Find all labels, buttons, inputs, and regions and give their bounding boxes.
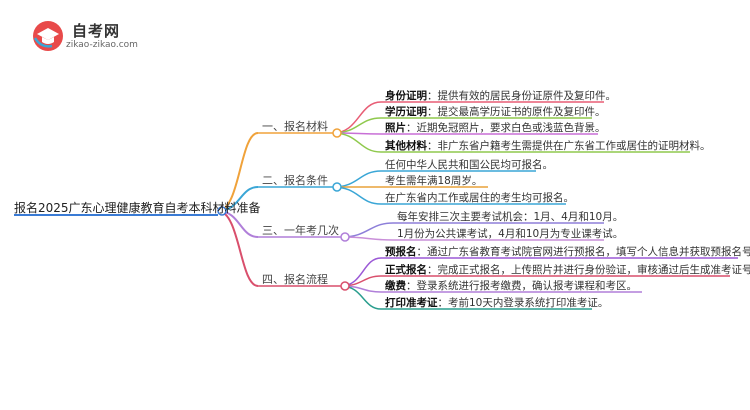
branch-node-dot xyxy=(340,232,350,242)
branch-label: 四、报名流程 xyxy=(262,273,328,286)
leaf-item: 其他材料：非广东省户籍考生需提供在广东省工作或居住的证明材料。 xyxy=(385,138,711,153)
leaf-key: 预报名 xyxy=(385,246,417,258)
branch-node-dot xyxy=(332,182,342,192)
branch-node-dot xyxy=(332,128,342,138)
leaf-key: 学历证明 xyxy=(385,106,427,118)
leaf-text: ：提交最高学历证书的原件及复印件。 xyxy=(427,106,606,118)
leaf-item: 学历证明：提交最高学历证书的原件及复印件。 xyxy=(385,104,606,119)
leaf-item: 身份证明：提供有效的居民身份证原件及复印件。 xyxy=(385,88,616,103)
leaf-connector xyxy=(332,101,382,134)
leaf-item: 打印准考证：考前10天内登录系统打印准考证。 xyxy=(385,295,608,310)
leaf-item: 缴费：登录系统进行报考缴费，确认报考课程和考区。 xyxy=(385,278,637,293)
branch-label: 二、报名条件 xyxy=(262,174,328,187)
leaf-text: ：登录系统进行报考缴费，确认报考课程和考区。 xyxy=(406,280,637,292)
leaf-key: 照片 xyxy=(385,122,406,134)
leaf-text: 在广东省内工作或居住的考生均可报名。 xyxy=(385,192,574,204)
leaf-text: ：考前10天内登录系统打印准考证。 xyxy=(437,297,609,309)
leaf-key: 打印准考证 xyxy=(385,297,438,309)
leaf-item: 照片：近期免冠照片，要求白色或浅蓝色背景。 xyxy=(385,120,606,135)
leaf-text: 每年安排三次主要考试机会：1月、4月和10月。 xyxy=(397,211,624,223)
leaf-item: 任何中华人民共和国公民均可报名。 xyxy=(385,157,553,172)
branch-label: 三、一年考几次 xyxy=(262,224,339,237)
site-logo: 自考网 zikao-zikao.com xyxy=(32,18,182,54)
leaf-text: 1月份为公共课考试，4月和10月为专业课考试。 xyxy=(397,228,624,240)
leaf-item: 在广东省内工作或居住的考生均可报名。 xyxy=(385,190,574,205)
logo-title: 自考网 xyxy=(72,22,121,40)
leaf-item: 正式报名：完成正式报名，上传照片并进行身份验证，审核通过后生成准考证号。 xyxy=(385,262,750,277)
leaf-key: 正式报名 xyxy=(385,264,427,276)
leaf-item: 1月份为公共课考试，4月和10月为专业课考试。 xyxy=(397,226,623,241)
leaf-text: ：近期免冠照片，要求白色或浅蓝色背景。 xyxy=(406,122,606,134)
leaf-key: 其他材料 xyxy=(385,140,427,152)
leaf-text: ：提供有效的居民身份证原件及复印件。 xyxy=(427,90,616,102)
leaf-text: ：通过广东省教育考试院官网进行预报名，填写个人信息并获取预报名号。 xyxy=(416,246,750,258)
graduation-cap-icon xyxy=(33,21,63,51)
leaf-item: 每年安排三次主要考试机会：1月、4月和10月。 xyxy=(397,209,623,224)
leaf-item: 考生需年满18周岁。 xyxy=(385,173,482,188)
branch-node-dot xyxy=(340,281,350,291)
leaf-text: 考生需年满18周岁。 xyxy=(385,175,483,187)
leaf-item: 预报名：通过广东省教育考试院官网进行预报名，填写个人信息并获取预报名号。 xyxy=(385,244,750,259)
leaf-key: 缴费 xyxy=(385,280,406,292)
logo-url: zikao-zikao.com xyxy=(66,40,138,50)
leaf-text: ：非广东省户籍考生需提供在广东省工作或居住的证明材料。 xyxy=(427,140,711,152)
leaf-key: 身份证明 xyxy=(385,90,427,102)
root-node-dot xyxy=(217,206,227,216)
leaf-text: ：完成正式报名，上传照片并进行身份验证，审核通过后生成准考证号。 xyxy=(427,264,750,276)
branch-label: 一、报名材料 xyxy=(262,120,328,133)
leaf-text: 任何中华人民共和国公民均可报名。 xyxy=(385,159,553,171)
root-topic: 报名2025广东心理健康教育自考本科材料准备 xyxy=(14,201,261,215)
